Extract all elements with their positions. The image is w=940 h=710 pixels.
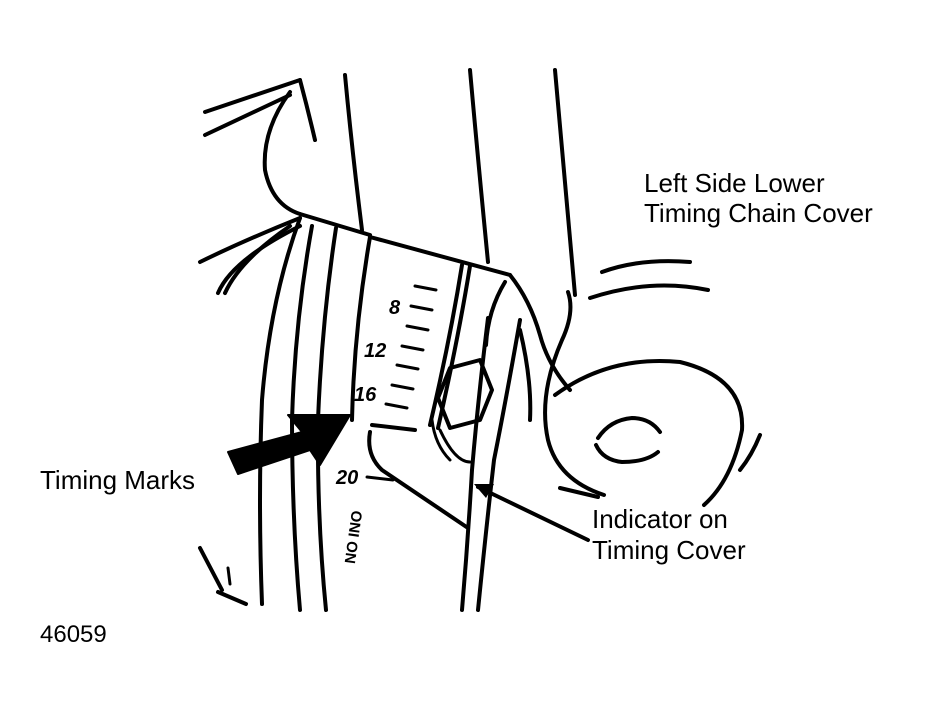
cover-label-line2: Timing Chain Cover [644, 198, 873, 228]
indicator-label-line2: Timing Cover [592, 535, 746, 565]
scale-mark-16: 16 [354, 384, 377, 406]
scale-mark-20: 20 [335, 467, 358, 489]
timing-marks-arrow [227, 414, 351, 475]
bolt-head [430, 358, 494, 464]
upper-bracket [203, 78, 372, 237]
indicator-leader [474, 484, 590, 542]
timing-scale-plate [350, 235, 572, 432]
pulley-inverted-text: ONI ON [341, 509, 365, 564]
scale-mark-12: 12 [364, 340, 386, 362]
figure-number: 46059 [40, 621, 107, 648]
scale-ticks [365, 284, 438, 482]
lower-timing-cover [543, 259, 762, 507]
timing-indicator [367, 316, 533, 612]
indicator-label-line1: Indicator on [592, 504, 728, 534]
cover-label-line1: Left Side Lower [644, 168, 825, 198]
scale-mark-8: 8 [389, 297, 401, 319]
timing-marks-label: Timing Marks [40, 465, 195, 495]
upper-housing-lines [343, 68, 577, 297]
